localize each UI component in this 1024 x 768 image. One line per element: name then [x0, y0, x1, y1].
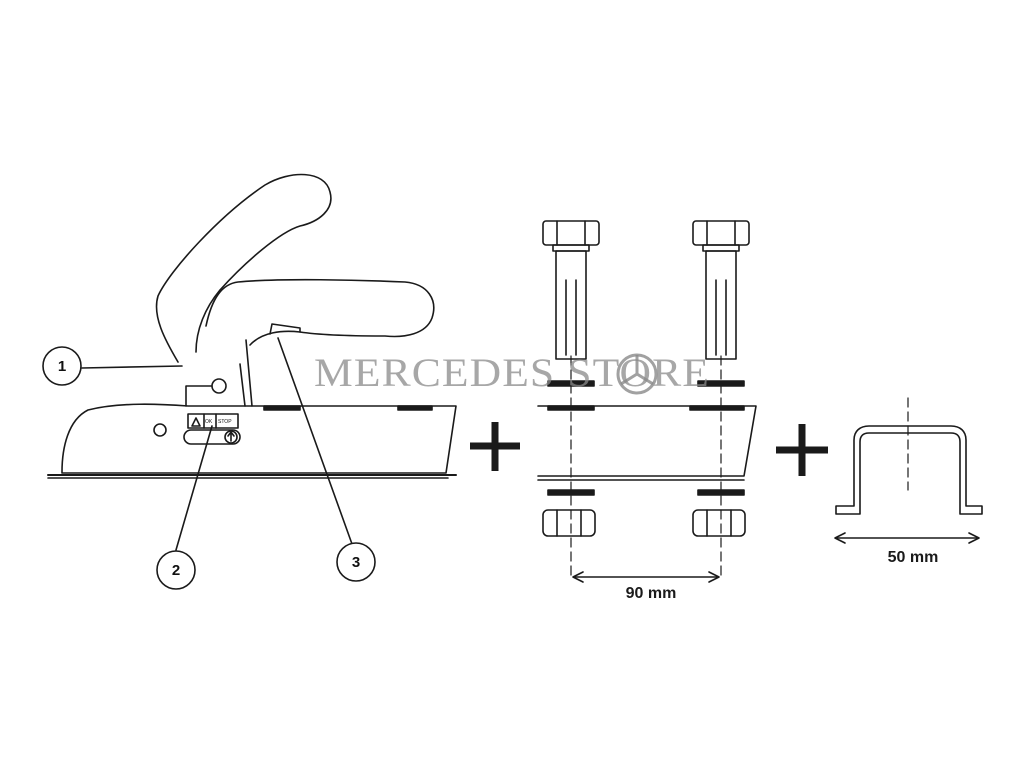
callout-3-leader: [277, 337, 353, 545]
profile-width-label: 50 mm: [888, 549, 939, 566]
callout-2-circle: [156, 550, 196, 590]
indicator-stop-label: STOP: [218, 419, 232, 425]
bolt-2: [692, 220, 750, 360]
callout-2-number: 2: [172, 562, 180, 579]
callout-3-number: 3: [352, 554, 360, 571]
u-profile: [834, 397, 983, 544]
plus-sign-2: [776, 424, 828, 476]
callout-1-leader: [81, 365, 183, 369]
plus-sign-1: [470, 422, 520, 471]
store-watermark: MERCEDES STORE: [314, 350, 709, 395]
star-logo-icon: [616, 353, 658, 395]
bolt-1: [542, 220, 600, 360]
nut-1: [542, 509, 596, 537]
bolt-spacing-label: 90 mm: [626, 585, 677, 602]
callout-3-circle: [336, 542, 376, 582]
bolt-assembly: [537, 220, 757, 583]
nut-2: [692, 509, 746, 537]
coupling-head: [47, 173, 457, 479]
callout-1-circle: [42, 346, 82, 386]
callout-1-number: 1: [58, 358, 66, 375]
indicator-ok-label: OK: [205, 419, 213, 425]
callout-2-leader: [175, 425, 213, 551]
